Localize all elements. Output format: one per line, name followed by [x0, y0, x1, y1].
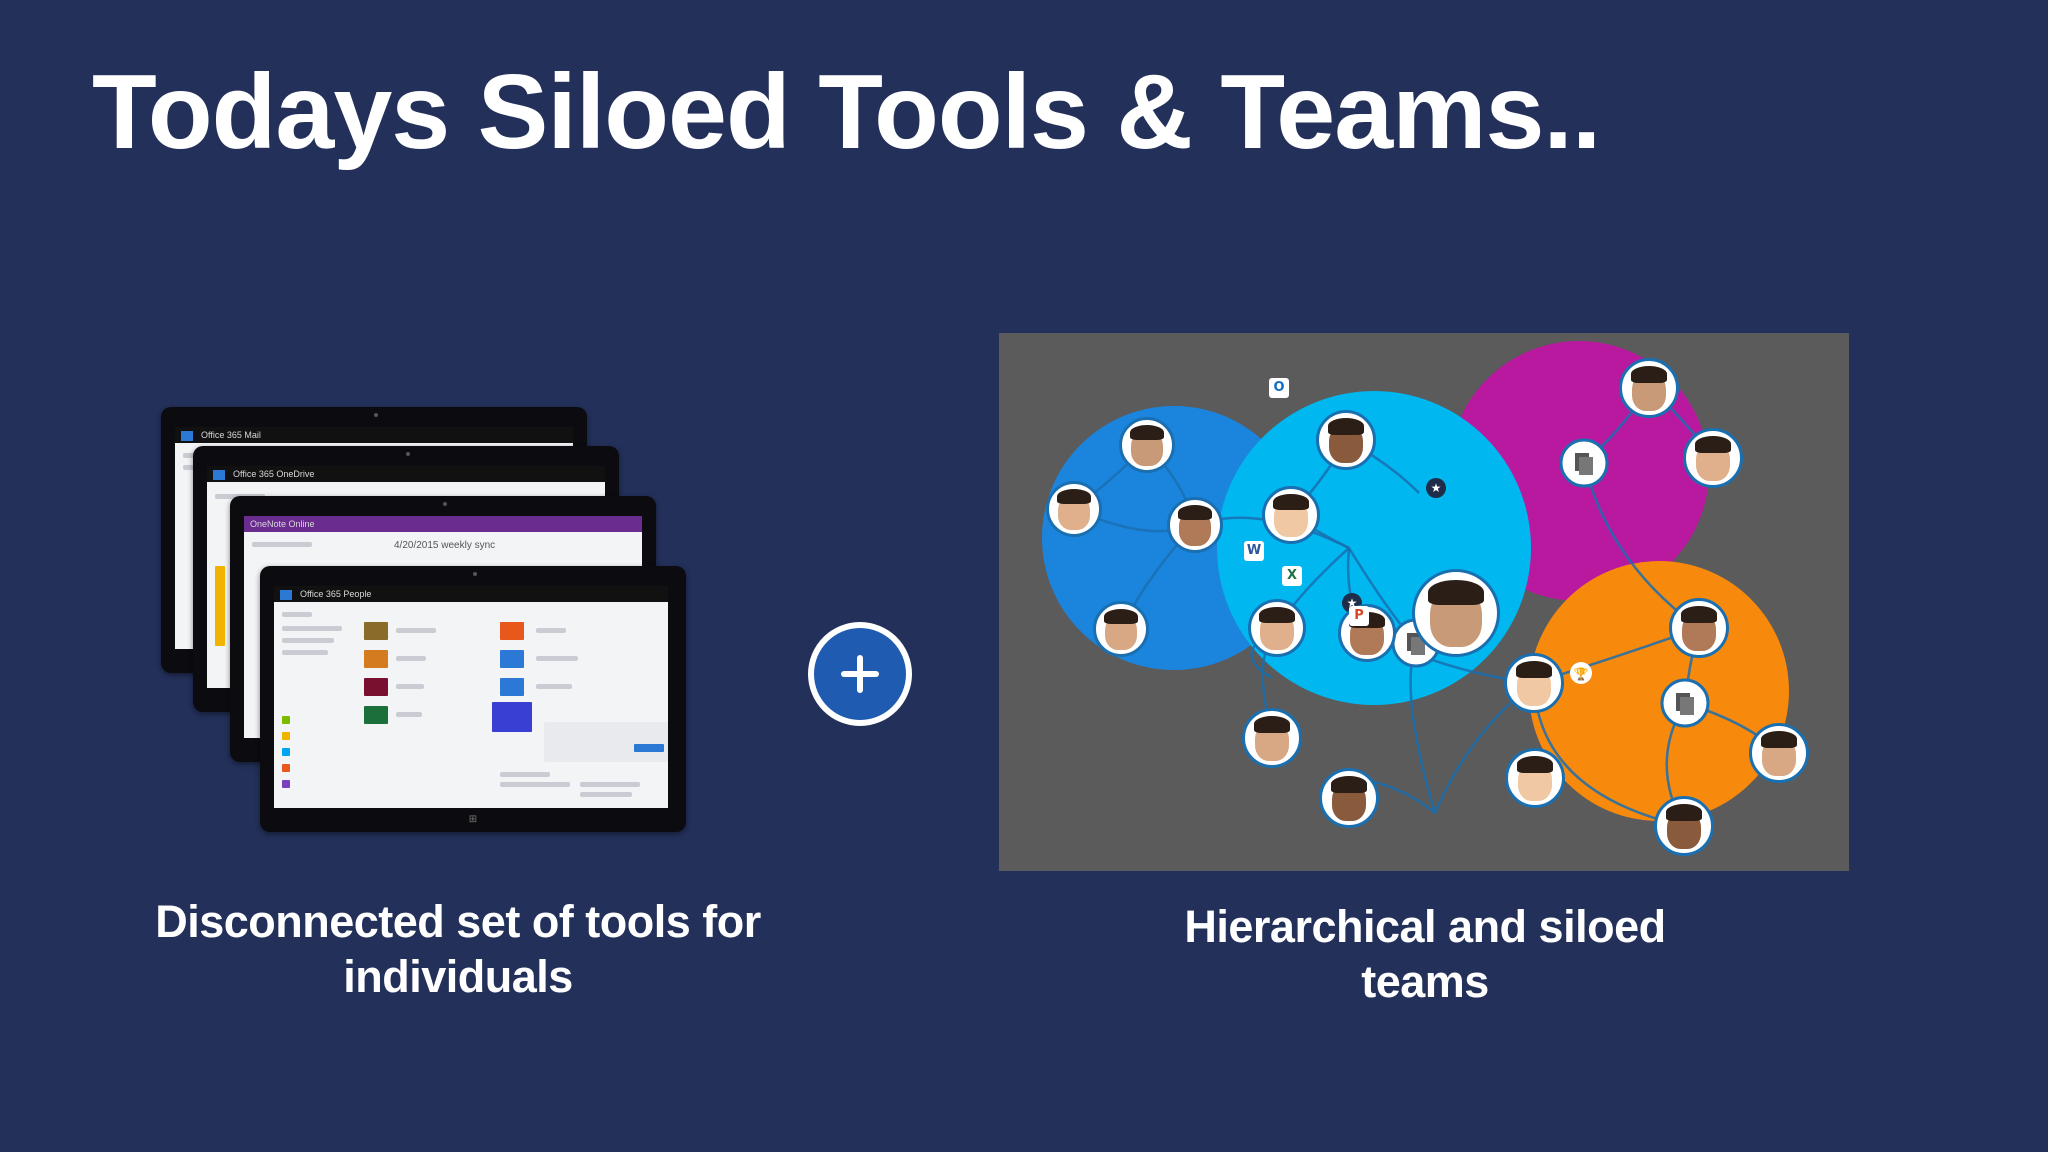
- windows-logo-icon: ⊞: [468, 814, 478, 825]
- slide-title: Todays Siloed Tools & Teams..: [92, 53, 1601, 171]
- person-avatar: [1167, 497, 1223, 553]
- right-caption-line1: Hierarchical and siloed: [1184, 901, 1666, 952]
- left-caption: Disconnected set of tools for individual…: [118, 894, 798, 1004]
- person-avatar: [1262, 486, 1320, 544]
- person-avatar: [1248, 599, 1306, 657]
- right-caption: Hierarchical and siloed teams: [1125, 899, 1725, 1009]
- left-caption-line1: Disconnected set of tools for: [155, 896, 761, 947]
- app-bar: OneNote Online: [244, 516, 642, 532]
- person-avatar: [1316, 410, 1376, 470]
- person-avatar: [1619, 358, 1679, 418]
- tablet-screen: Office 365 People: [274, 586, 668, 808]
- word-icon: W: [1244, 541, 1264, 561]
- tablet-people: Office 365 People: [260, 566, 686, 832]
- person-avatar: [1242, 708, 1302, 768]
- person-avatar: [1093, 601, 1149, 657]
- app-bar: Office 365 OneDrive: [207, 466, 605, 482]
- person-avatar: [1505, 748, 1565, 808]
- app-bar: Office 365 People: [274, 586, 668, 602]
- person-avatar: [1654, 796, 1714, 856]
- person-avatar: [1412, 569, 1500, 657]
- person-avatar: [1119, 417, 1175, 473]
- powerpoint-icon: P: [1349, 606, 1369, 626]
- document-nodes: [1391, 438, 1710, 728]
- person-avatar: [1046, 481, 1102, 537]
- svg-text:★: ★: [1431, 481, 1442, 495]
- person-avatar: [1669, 598, 1729, 658]
- svg-text:🏆: 🏆: [1574, 667, 1589, 681]
- person-avatar: [1504, 653, 1564, 713]
- plus-icon: [808, 622, 912, 726]
- right-caption-line2: teams: [1361, 956, 1489, 1007]
- person-avatar: [1319, 768, 1379, 828]
- outlook-icon: O: [1269, 378, 1289, 398]
- person-avatar: [1683, 428, 1743, 488]
- team-circle-orange: [1529, 561, 1789, 821]
- excel-icon: X: [1282, 566, 1302, 586]
- person-avatar: [1749, 723, 1809, 783]
- tablet-stack-illustration: Office 365 Mail Office 365 OneDrive OneN…: [158, 404, 738, 844]
- svg-text:★: ★: [1347, 596, 1358, 610]
- person-avatar: [1338, 604, 1396, 662]
- note-title: 4/20/2015 weekly sync: [394, 540, 496, 551]
- left-caption-line2: individuals: [343, 951, 573, 1002]
- app-bar: Office 365 Mail: [175, 427, 573, 443]
